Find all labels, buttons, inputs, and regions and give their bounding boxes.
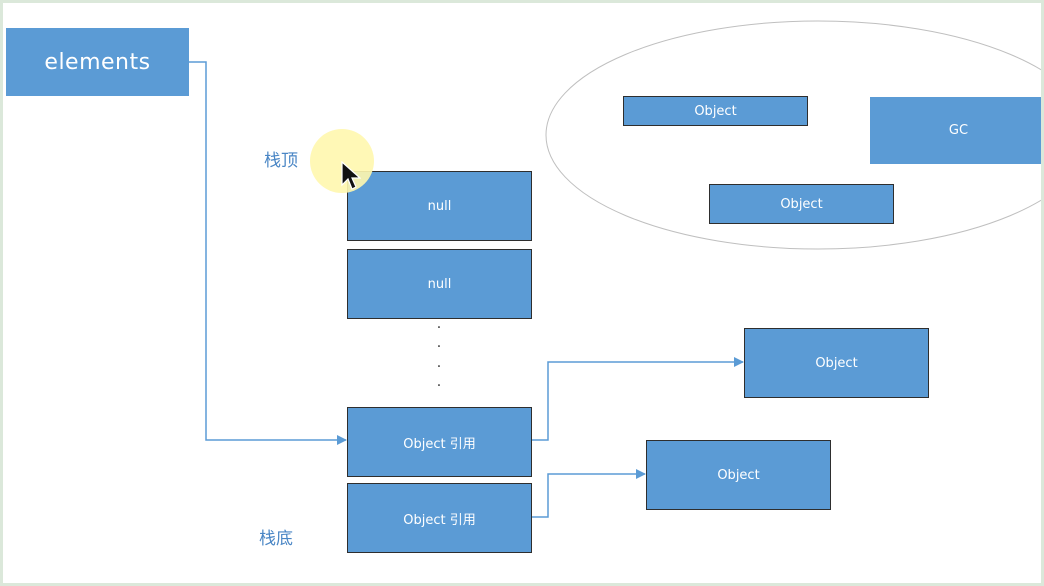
gc-object-1: Object [623,96,808,126]
stack-top-label: 栈顶 [264,151,298,171]
stack-ellipsis: · · · · [433,321,445,393]
object-label: Object [694,103,737,119]
object-label: Object [815,355,858,371]
ellipsis-dot: · [436,320,442,336]
stack-cell-label: Object 引用 [403,512,476,528]
stack-cell-label: Object 引用 [403,436,476,452]
gc-label: GC [948,123,969,138]
stack-cell-null-top: null [347,171,532,241]
arrow-pointer-icon [341,161,361,190]
stack-bottom-label: 栈底 [259,529,293,549]
reference-1-connector [532,357,744,441]
elements-to-stack-connector [189,61,347,445]
ellipsis-dot: · [436,339,442,356]
object-label: Object [717,467,760,483]
elements-label: elements [44,49,151,75]
connector-layer [189,20,1041,518]
reference-2-connector [532,469,646,518]
stack-cell-null-second: null [347,249,532,319]
gc-object-2: Object [709,184,894,224]
referenced-object-1: Object [744,328,929,398]
ellipsis-dot: · [436,377,442,394]
ellipsis-dot: · [436,358,442,375]
stack-cell-object-reference-2: Object 引用 [347,483,532,553]
object-label: Object [780,196,823,212]
gc-box: GC [870,97,1041,164]
stack-cell-object-reference-1: Object 引用 [347,407,532,477]
stack-cell-label: null [427,198,452,214]
gc-zone-ellipse [545,20,1041,250]
stack-cell-label: null [427,276,452,292]
referenced-object-2: Object [646,440,831,510]
elements-box: elements [6,28,189,96]
